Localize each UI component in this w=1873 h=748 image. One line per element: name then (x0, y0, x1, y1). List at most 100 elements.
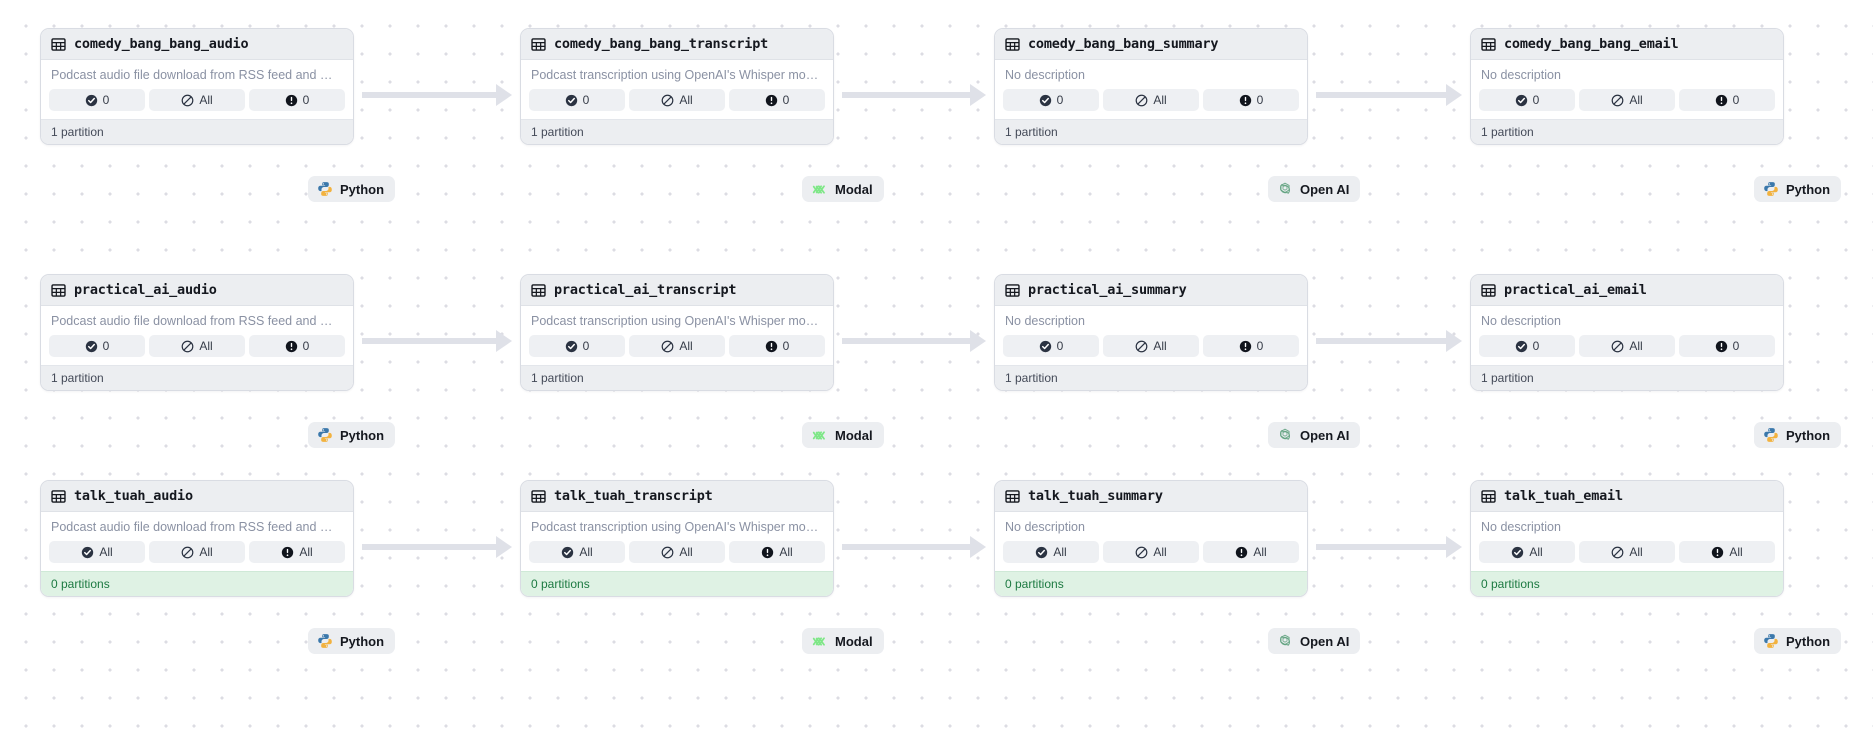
table-icon (1005, 489, 1020, 503)
exclamation-circle-icon (1715, 340, 1727, 352)
asset-status-chip[interactable]: 0 (1203, 335, 1299, 357)
compute-kind-badge-python[interactable]: Python (1754, 176, 1842, 202)
asset-node-card[interactable]: talk_tuah_summary No description All All… (994, 480, 1308, 597)
compute-kind-badge-python[interactable]: Python (308, 628, 396, 654)
asset-card-header[interactable]: practical_ai_transcript (521, 275, 833, 306)
check-circle-icon (1039, 340, 1051, 352)
asset-status-chip[interactable]: All (1103, 89, 1199, 111)
compute-kind-badge-modal[interactable]: Modal (802, 176, 884, 202)
compute-kind-badge-python[interactable]: Python (1754, 628, 1842, 654)
asset-status-chip-value: All (679, 93, 693, 107)
asset-status-chip[interactable]: All (49, 541, 145, 563)
asset-status-chip[interactable]: All (1103, 335, 1199, 357)
asset-status-chip[interactable]: 0 (249, 335, 345, 357)
asset-status-chip[interactable]: All (1579, 541, 1675, 563)
python-logo-icon (1764, 182, 1778, 196)
asset-status-chip[interactable]: 0 (1003, 335, 1099, 357)
asset-node-card[interactable]: talk_tuah_email No description All All A… (1470, 480, 1784, 597)
asset-status-chip[interactable]: All (149, 89, 245, 111)
asset-card-header[interactable]: talk_tuah_email (1471, 481, 1783, 512)
asset-partition-footer: 1 partition (41, 119, 353, 144)
asset-card-body: No description 0 All 0 (995, 60, 1307, 119)
asset-node-card[interactable]: comedy_bang_bang_transcript Podcast tran… (520, 28, 834, 145)
compute-kind-badge-openai[interactable]: Open AI (1268, 422, 1361, 448)
check-circle-icon (1515, 94, 1527, 106)
asset-status-chip[interactable]: 0 (1479, 89, 1575, 111)
asset-status-chip[interactable]: 0 (529, 335, 625, 357)
asset-status-chip[interactable]: All (1679, 541, 1775, 563)
asset-status-chip[interactable]: All (629, 335, 725, 357)
asset-status-chip[interactable]: All (149, 335, 245, 357)
asset-card-header[interactable]: practical_ai_email (1471, 275, 1783, 306)
openai-logo-icon (1280, 428, 1290, 441)
asset-card-header[interactable]: talk_tuah_transcript (521, 481, 833, 512)
slash-circle-icon (661, 546, 674, 558)
slash-circle-icon (1611, 546, 1624, 558)
asset-node-card[interactable]: practical_ai_audio Podcast audio file do… (40, 274, 354, 391)
asset-card-header[interactable]: talk_tuah_audio (41, 481, 353, 512)
asset-status-chip[interactable]: 0 (1679, 89, 1775, 111)
asset-status-chip-value: 0 (1056, 93, 1064, 107)
asset-name: practical_ai_email (1504, 282, 1647, 298)
table-icon (531, 283, 546, 297)
asset-description: No description (1005, 520, 1085, 534)
asset-status-chip[interactable]: 0 (1203, 89, 1299, 111)
asset-status-chip[interactable]: 0 (249, 89, 345, 111)
asset-card-header[interactable]: practical_ai_summary (995, 275, 1307, 306)
asset-name: talk_tuah_summary (1028, 488, 1163, 504)
asset-node-card[interactable]: comedy_bang_bang_summary No description … (994, 28, 1308, 145)
compute-kind-badge-openai[interactable]: Open AI (1268, 176, 1361, 202)
asset-status-chip[interactable]: 0 (529, 89, 625, 111)
asset-status-chip[interactable]: All (629, 541, 725, 563)
asset-card-header[interactable]: comedy_bang_bang_audio (41, 29, 353, 60)
compute-kind-label: Python (1786, 181, 1831, 197)
asset-node-card[interactable]: practical_ai_transcript Podcast transcri… (520, 274, 834, 391)
dependency-arrow (842, 536, 986, 558)
slash-circle-icon (1135, 94, 1148, 106)
asset-node-card[interactable]: comedy_bang_bang_email No description 0 … (1470, 28, 1784, 145)
asset-card-header[interactable]: comedy_bang_bang_transcript (521, 29, 833, 60)
compute-kind-badge-openai[interactable]: Open AI (1268, 628, 1361, 654)
asset-status-chip[interactable]: All (1103, 541, 1199, 563)
asset-status-chip[interactable]: All (629, 89, 725, 111)
asset-status-chip[interactable]: All (1203, 541, 1299, 563)
compute-kind-badge-python[interactable]: Python (308, 422, 396, 448)
asset-partition-footer: 1 partition (41, 365, 353, 390)
asset-status-chip-value: All (1053, 545, 1067, 559)
asset-status-chip[interactable]: 0 (1003, 89, 1099, 111)
asset-card-header[interactable]: comedy_bang_bang_summary (995, 29, 1307, 60)
asset-card-header[interactable]: comedy_bang_bang_email (1471, 29, 1783, 60)
asset-status-chip[interactable]: All (1579, 89, 1675, 111)
asset-node-card[interactable]: comedy_bang_bang_audio Podcast audio fil… (40, 28, 354, 145)
asset-status-chip[interactable]: All (249, 541, 345, 563)
asset-name: practical_ai_audio (74, 282, 217, 298)
asset-status-chip[interactable]: All (149, 541, 245, 563)
asset-node-card[interactable]: talk_tuah_audio Podcast audio file downl… (40, 480, 354, 597)
asset-node-card[interactable]: talk_tuah_transcript Podcast transcripti… (520, 480, 834, 597)
asset-status-chip[interactable]: 0 (1479, 335, 1575, 357)
compute-kind-label: Open AI (1300, 633, 1350, 649)
compute-kind-badge-modal[interactable]: Modal (802, 628, 884, 654)
asset-status-chip-value: 0 (582, 339, 590, 353)
asset-status-chip[interactable]: 0 (729, 335, 825, 357)
asset-status-chip[interactable]: All (729, 541, 825, 563)
asset-status-chip[interactable]: All (1579, 335, 1675, 357)
asset-status-chip[interactable]: 0 (1679, 335, 1775, 357)
compute-kind-badge-python[interactable]: Python (308, 176, 396, 202)
asset-status-chip[interactable]: 0 (729, 89, 825, 111)
asset-status-chip-value: All (679, 545, 693, 559)
asset-card-header[interactable]: talk_tuah_summary (995, 481, 1307, 512)
asset-status-chip[interactable]: All (1479, 541, 1575, 563)
asset-status-chip[interactable]: 0 (49, 335, 145, 357)
asset-description: No description (1005, 314, 1085, 328)
asset-status-chip[interactable]: All (1003, 541, 1099, 563)
compute-kind-badge-modal[interactable]: Modal (802, 422, 884, 448)
asset-status-chip[interactable]: All (529, 541, 625, 563)
compute-kind-badge-python[interactable]: Python (1754, 422, 1842, 448)
asset-node-card[interactable]: practical_ai_summary No description 0 Al… (994, 274, 1308, 391)
asset-card-header[interactable]: practical_ai_audio (41, 275, 353, 306)
asset-description: No description (1481, 314, 1561, 328)
asset-status-chip[interactable]: 0 (49, 89, 145, 111)
asset-node-card[interactable]: practical_ai_email No description 0 All … (1470, 274, 1784, 391)
